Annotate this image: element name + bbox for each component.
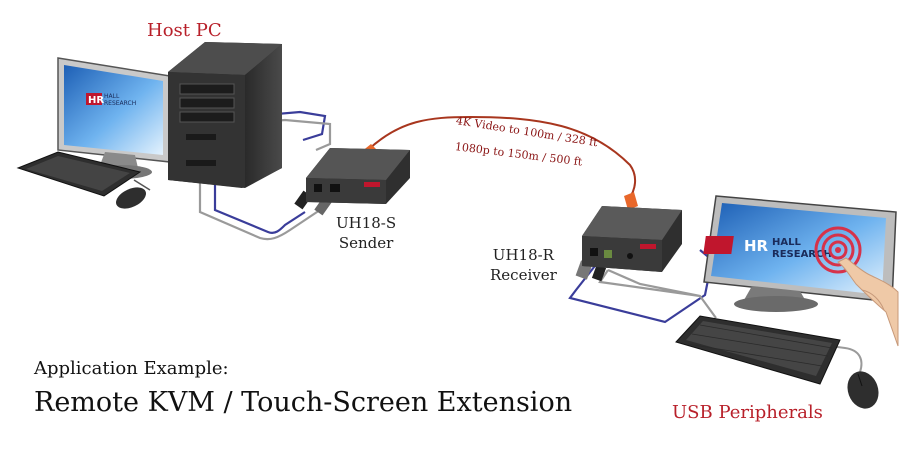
- svg-text:RESEARCH: RESEARCH: [772, 249, 832, 260]
- application-title: Remote KVM / Touch-Screen Extension: [34, 387, 573, 418]
- receiver-hdmi-plug: [591, 264, 607, 282]
- host-keyboard: [16, 151, 142, 197]
- svg-text:RESEARCH: RESEARCH: [104, 100, 136, 107]
- sender-role: Sender: [338, 234, 394, 252]
- remote-keyboard: [675, 315, 841, 385]
- receiver-hdmi-cable: [598, 268, 717, 319]
- remote-mouse: [847, 371, 879, 409]
- svg-text:HALL: HALL: [104, 93, 120, 100]
- touch-target: [814, 226, 862, 274]
- cat-connector-receiver: [624, 192, 638, 210]
- application-example-label: Application Example:: [34, 358, 229, 379]
- mouse-cable: [799, 341, 863, 373]
- remote-monitor-logo: HR HALL RESEARCH: [703, 236, 832, 260]
- host-tower: [168, 42, 282, 188]
- host-monitor-logo: HR HALL RESEARCH: [86, 93, 136, 107]
- sender-label: UH18-S Sender: [336, 213, 396, 253]
- cat-cable: [367, 115, 636, 201]
- host-mouse: [116, 179, 151, 209]
- host-monitor: [57, 57, 171, 179]
- cables: [198, 110, 863, 373]
- host-pc-label: Host PC: [147, 20, 222, 41]
- receiver-model: UH18-R: [492, 246, 554, 264]
- sender-device: [306, 148, 410, 204]
- receiver-role: Receiver: [490, 266, 557, 284]
- usb-peripherals-label: USB Peripherals: [672, 402, 823, 423]
- sender-model: UH18-S: [336, 214, 397, 232]
- svg-text:HR: HR: [744, 237, 769, 255]
- svg-text:HALL: HALL: [772, 237, 801, 248]
- receiver-device: [582, 206, 682, 272]
- receiver-label: UH18-R Receiver: [490, 245, 557, 285]
- svg-text:HR: HR: [88, 95, 104, 106]
- touch-hand: [837, 257, 899, 347]
